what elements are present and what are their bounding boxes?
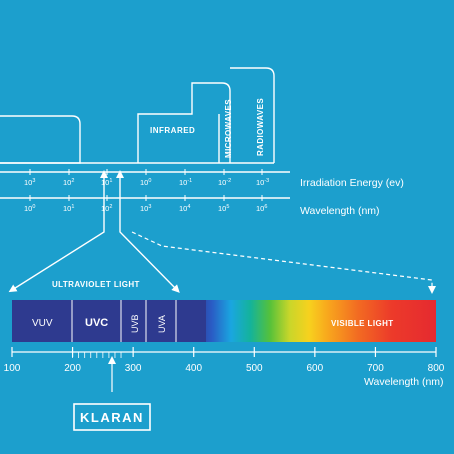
wavelength-tick-label: 100 [24,204,35,213]
pointer-up-right [116,170,124,178]
radiowaves-label: RADIOWAVES [256,98,265,156]
klaran-logo-text: KLARAN [80,410,144,425]
wavelength-tick-label: 101 [63,204,74,213]
uvc-label: UVC [85,317,108,329]
uv-spectrum-block [12,300,206,342]
infrared-band-outline [137,82,231,163]
axis-title: Wavelength (nm) [364,376,444,388]
energy-tick-label: 10-3 [256,178,269,187]
axis-minor-tick-group [72,352,122,358]
klaran-logo-box [73,403,151,431]
axis-tick-group: 100 200 300 400 500 600 700 800 [4,347,445,374]
wavelength-tick-group: 100 101 102 103 104 105 106 [24,195,267,213]
uvb-label: UVB [130,314,140,333]
wavelength-tick-label: 104 [179,204,190,213]
axis-tick-label: 100 [4,363,21,374]
uv-right-arrow [119,174,180,293]
energy-scale-label: Irradiation Energy (ev) [300,177,404,189]
infrared-label: INFRARED [150,126,195,135]
axis-tick-label: 700 [367,363,384,374]
axis-tick-label: 300 [125,363,142,374]
uva-label: UVA [157,315,167,333]
klaran-pointer-arrow [108,356,116,364]
uv-left-arrow [8,174,105,293]
energy-tick-label: 101 [101,178,112,187]
axis-tick-label: 200 [64,363,81,374]
wavelength-tick-label: 105 [218,204,229,213]
xray-band-outline [0,115,81,164]
wavelength-tick-label: 102 [101,204,112,213]
microwaves-label: MICROWAVES [224,99,233,158]
pointer-up-left [100,170,108,178]
visible-spectrum-bar [192,300,436,342]
axis-tick-label: 800 [428,363,445,374]
wavelength-tick-label: 106 [256,204,267,213]
wavelength-tick-label: 103 [140,204,151,213]
energy-tick-group: 103 102 101 100 10-1 10-2 10-3 [24,169,269,187]
energy-tick-label: 103 [24,178,35,187]
energy-tick-label: 100 [140,178,151,187]
energy-tick-label: 10-1 [179,178,192,187]
visible-dashed-arrow [131,231,436,294]
visible-light-label: VISIBLE LIGHT [331,319,394,328]
axis-tick-label: 400 [185,363,202,374]
vuv-label: VUV [32,318,53,329]
ultraviolet-light-label: ULTRAVIOLET LIGHT [52,280,140,289]
axis-tick-label: 500 [246,363,263,374]
energy-tick-label: 10-2 [218,178,231,187]
radiowaves-band-outline [230,67,275,163]
wavelength-scale-label: Wavelength (nm) [300,205,380,217]
axis-tick-label: 600 [307,363,324,374]
energy-tick-label: 102 [63,178,74,187]
